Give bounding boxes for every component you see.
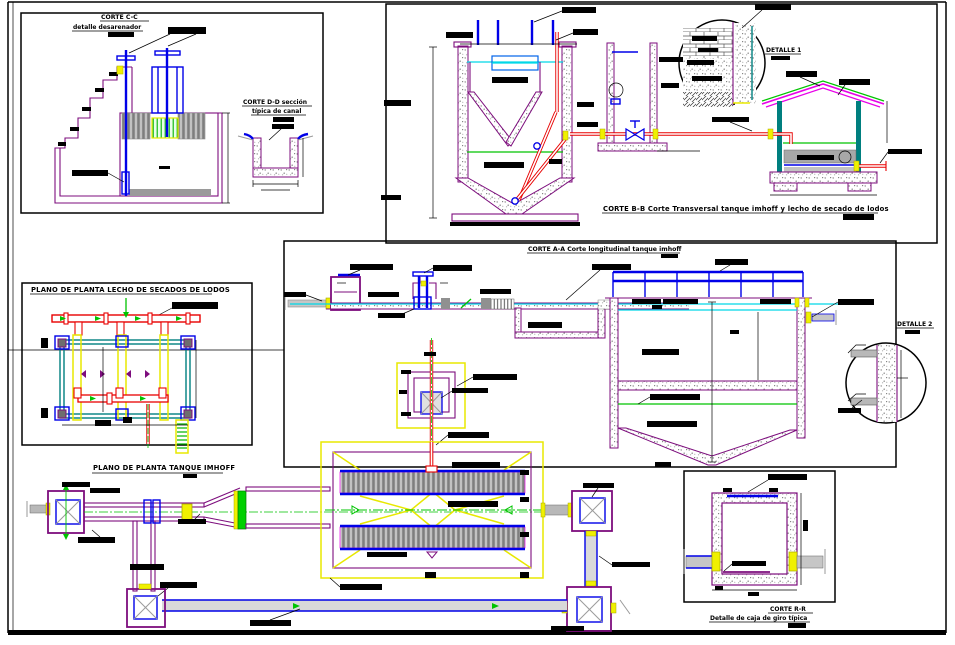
corte-cc-subtitle: detalle desarenador <box>73 24 141 31</box>
plano-tanque-title: PLANO DE PLANTA TANQUE IMHOFF <box>93 464 235 472</box>
desarenador-section <box>54 48 230 204</box>
panel-corte-aa: CORTE A-A Corte longitudinal tanque imho… <box>283 240 934 474</box>
canal-section-dd: CORTE D-D sección típica de canal <box>237 99 314 191</box>
sludge-box-plan <box>396 338 517 474</box>
panel-corte-bb: CORTE B-B Corte Transversal tanque imhof… <box>381 3 938 244</box>
drying-bed-house-section <box>712 71 922 196</box>
gate-valve-icon <box>625 120 645 142</box>
corte-dd-subtitle: típica de canal <box>252 108 301 115</box>
corte-rr-subtitle: Detalle de caja de giro típica <box>710 615 807 622</box>
sheet-border <box>7 1 947 635</box>
panel-corte-cc: CORTE C-C detalle desarenador <box>20 12 324 214</box>
corte-rr-title: CORTE R-R <box>770 606 806 613</box>
corte-aa-title: CORTE A-A Corte longitudinal tanque imho… <box>528 246 682 253</box>
caja-giro-section <box>683 474 826 596</box>
imhoff-tank-cross-section <box>381 7 598 226</box>
imhoff-tank-plan <box>130 441 671 590</box>
corte-bb-title: CORTE B-B Corte Transversal tanque imhof… <box>603 205 889 213</box>
outlet-boxes-plan <box>540 483 650 632</box>
detail-circle-2: DETALLE 2 <box>838 321 934 424</box>
valve-chamber-section <box>570 42 772 152</box>
corte-cc-title: CORTE C-C <box>101 14 138 21</box>
sludge-pipe-manifold <box>51 298 201 336</box>
inlet-works-plan <box>26 482 543 597</box>
drying-bed-plan <box>41 334 197 454</box>
sheet-bottom-band <box>8 630 946 635</box>
detail-circle-1: DETALLE 1 <box>678 4 801 107</box>
panel-plano-lecho: PLANO DE PLANTA LECHO DE SECADOS DE LODO… <box>21 282 253 454</box>
detalle-2-title: DETALLE 2 <box>897 321 932 328</box>
plano-tanque-imhoff: PLANO DE PLANTA TANQUE IMHOFF <box>26 441 671 632</box>
panel-caja-giro: CORTE R-R Detalle de caja de giro típica <box>683 470 836 628</box>
detalle-1-title: DETALLE 1 <box>766 47 801 54</box>
plano-lecho-title: PLANO DE PLANTA LECHO DE SECADOS DE LODO… <box>31 286 230 294</box>
imhoff-tank-longitudinal <box>605 259 874 466</box>
effluent-pipe-plan <box>126 583 567 628</box>
corte-dd-title: CORTE D-D sección <box>243 99 307 106</box>
